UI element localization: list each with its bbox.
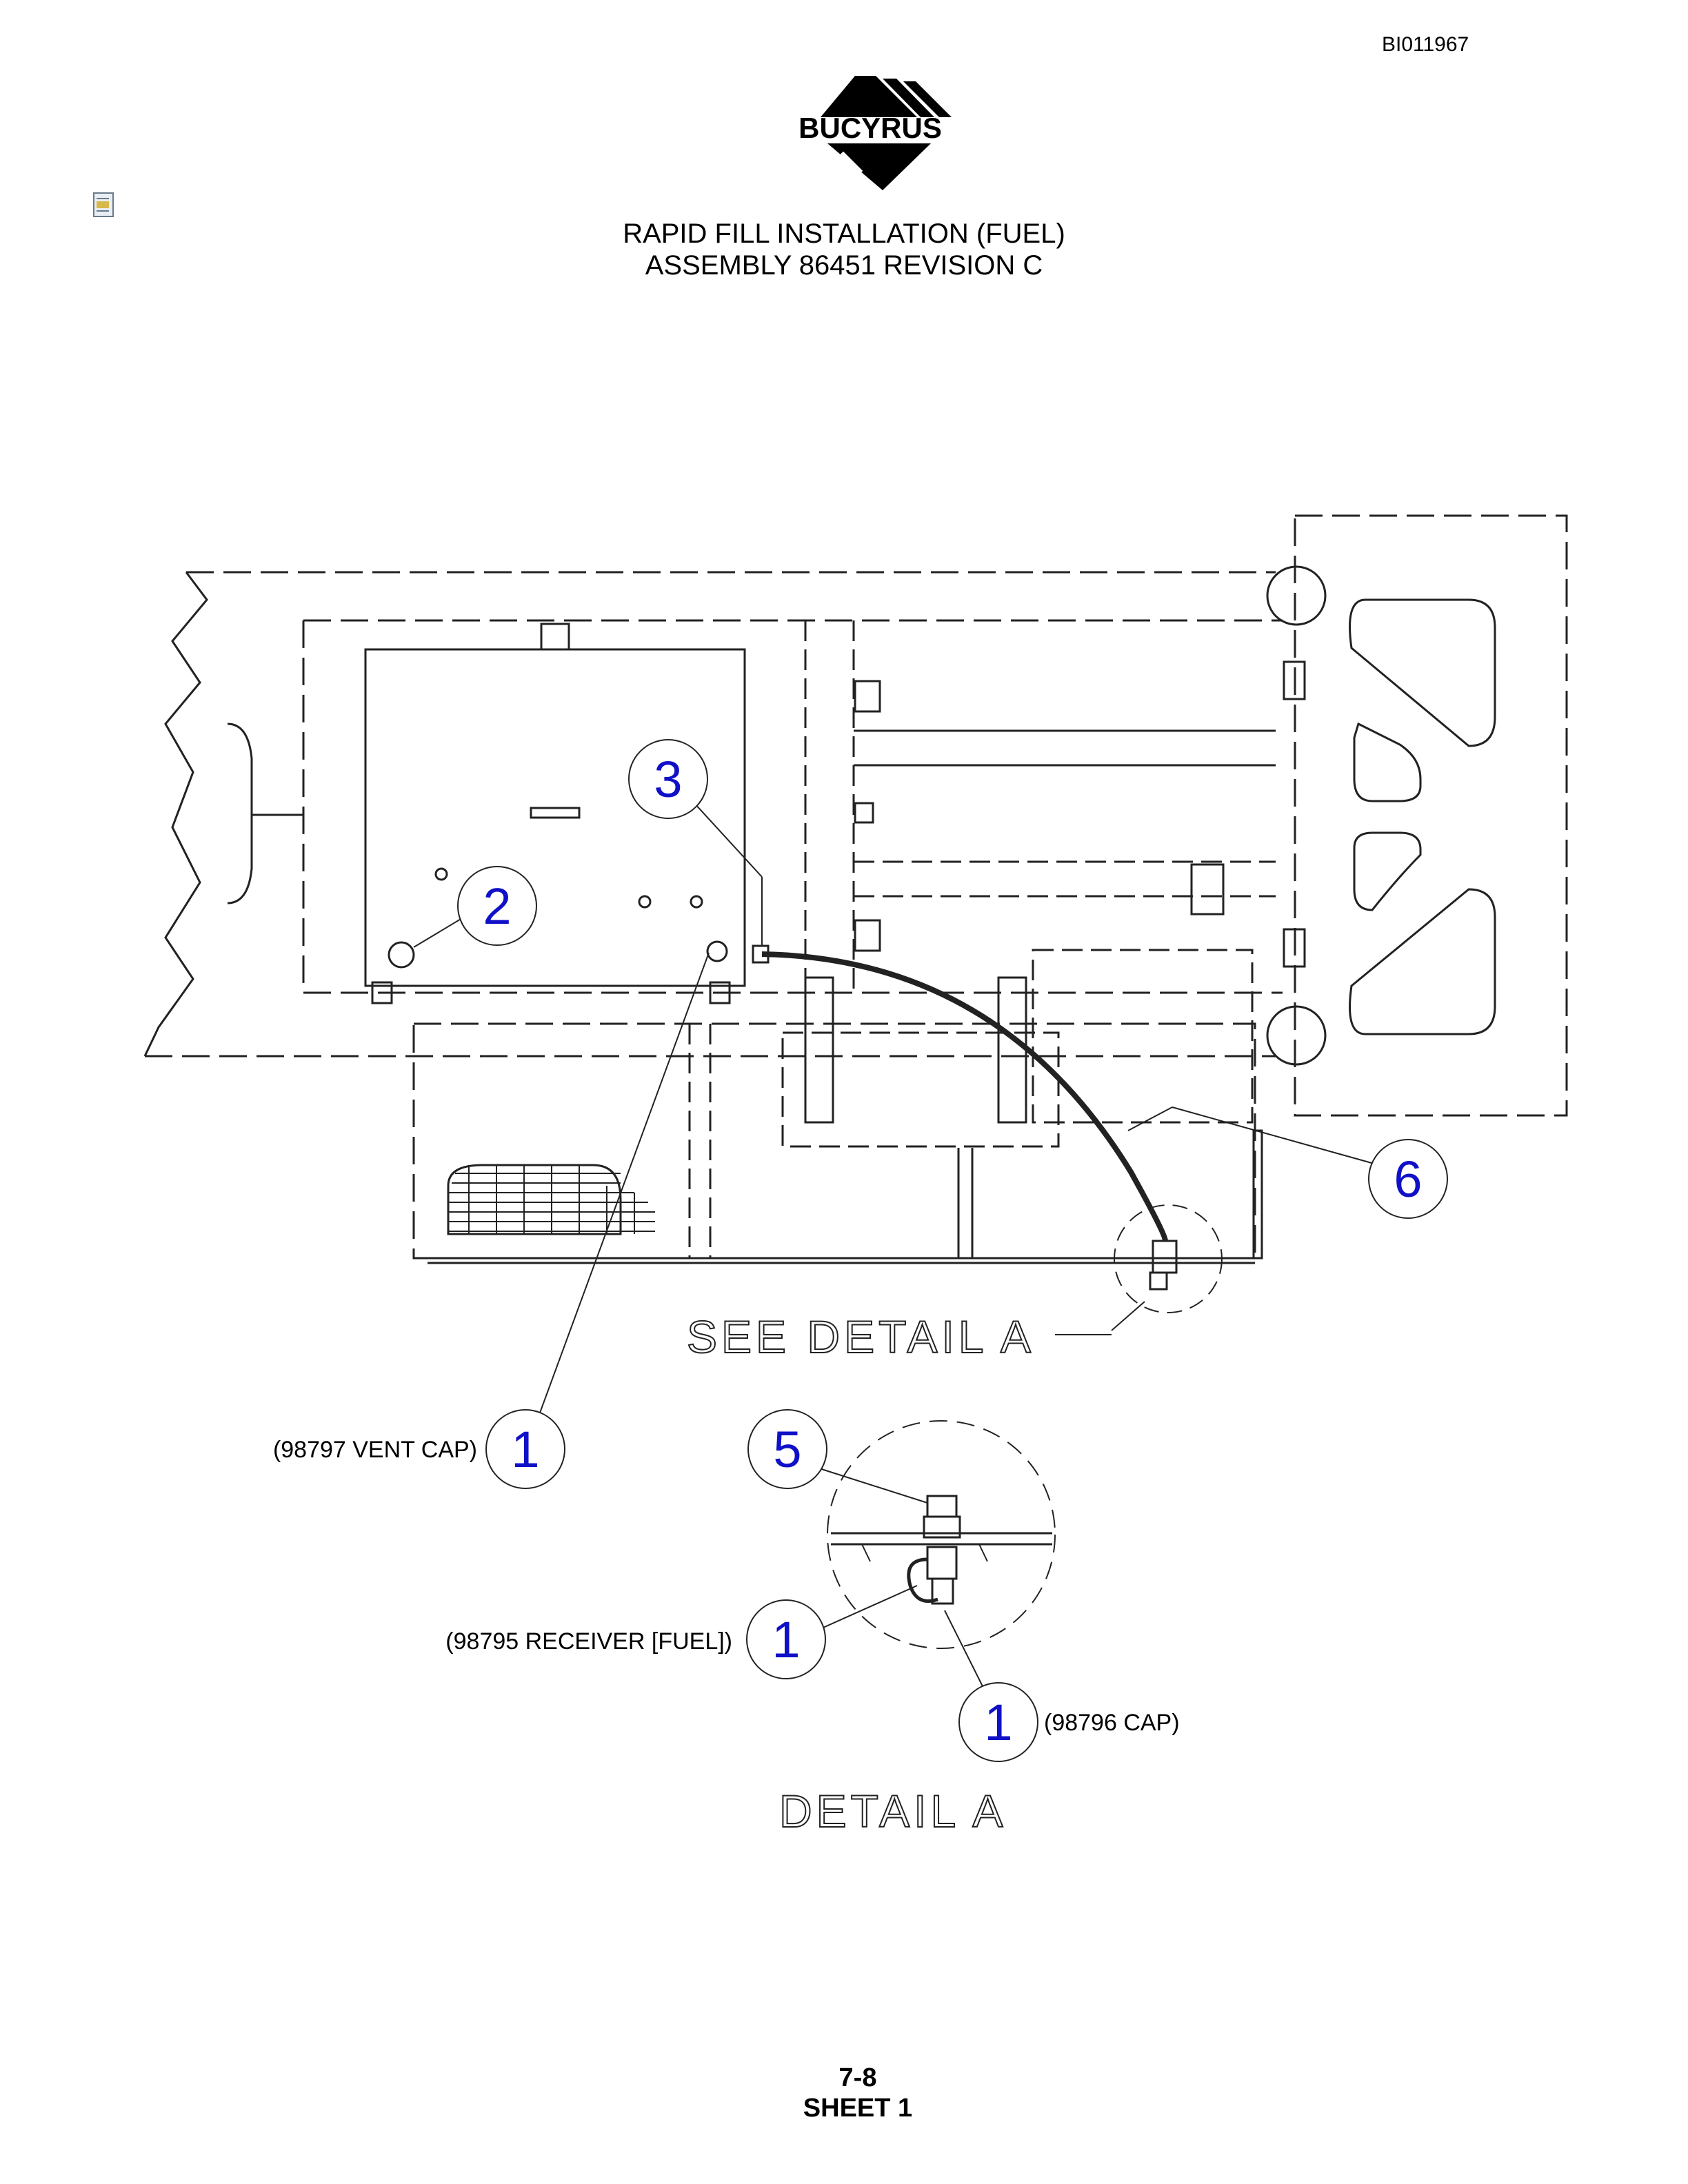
page-footer: 7-8 SHEET 1 — [0, 2063, 1688, 2123]
callout-1-receiver: 1 — [772, 1611, 800, 1668]
callout-5-circle — [747, 1409, 827, 1489]
vent-cap-label: (98797 VENT CAP) — [273, 1437, 477, 1463]
callout-1-vent: 1 — [511, 1421, 539, 1478]
bucyrus-logo: BUCYRUS — [798, 76, 952, 190]
callout-1-vent-circle — [485, 1409, 565, 1489]
detail-a-label: DETAIL A — [779, 1786, 1007, 1837]
callout-5: 5 — [773, 1421, 801, 1478]
document-id: BI011967 — [1382, 33, 1469, 56]
callout-6-circle — [1368, 1139, 1448, 1219]
callout-1-cap: 1 — [984, 1694, 1012, 1751]
cap-label: (98796 CAP) — [1044, 1710, 1180, 1736]
logo-text: BUCYRUS — [798, 112, 942, 144]
document-icon[interactable] — [90, 190, 119, 219]
callout-3-circle — [628, 739, 708, 819]
drawing-title: RAPID FILL INSTALLATION (FUEL) ASSEMBLY … — [0, 218, 1688, 281]
callout-2: 2 — [483, 878, 511, 935]
page-number: 7-8 — [838, 2063, 877, 2092]
title-line-2: ASSEMBLY 86451 REVISION C — [645, 250, 1043, 281]
receiver-label: (98795 RECEIVER [FUEL]) — [445, 1628, 732, 1655]
title-line-1: RAPID FILL INSTALLATION (FUEL) — [623, 219, 1065, 249]
sheet-number: SHEET 1 — [803, 2094, 913, 2123]
callout-6: 6 — [1394, 1151, 1422, 1208]
see-detail-a-label: SEE DETAIL A — [687, 1311, 1035, 1362]
callout-3: 3 — [654, 751, 682, 808]
callout-2-circle — [457, 866, 537, 946]
callout-1-receiver-circle — [746, 1599, 826, 1679]
callout-1-cap-circle — [958, 1682, 1038, 1762]
